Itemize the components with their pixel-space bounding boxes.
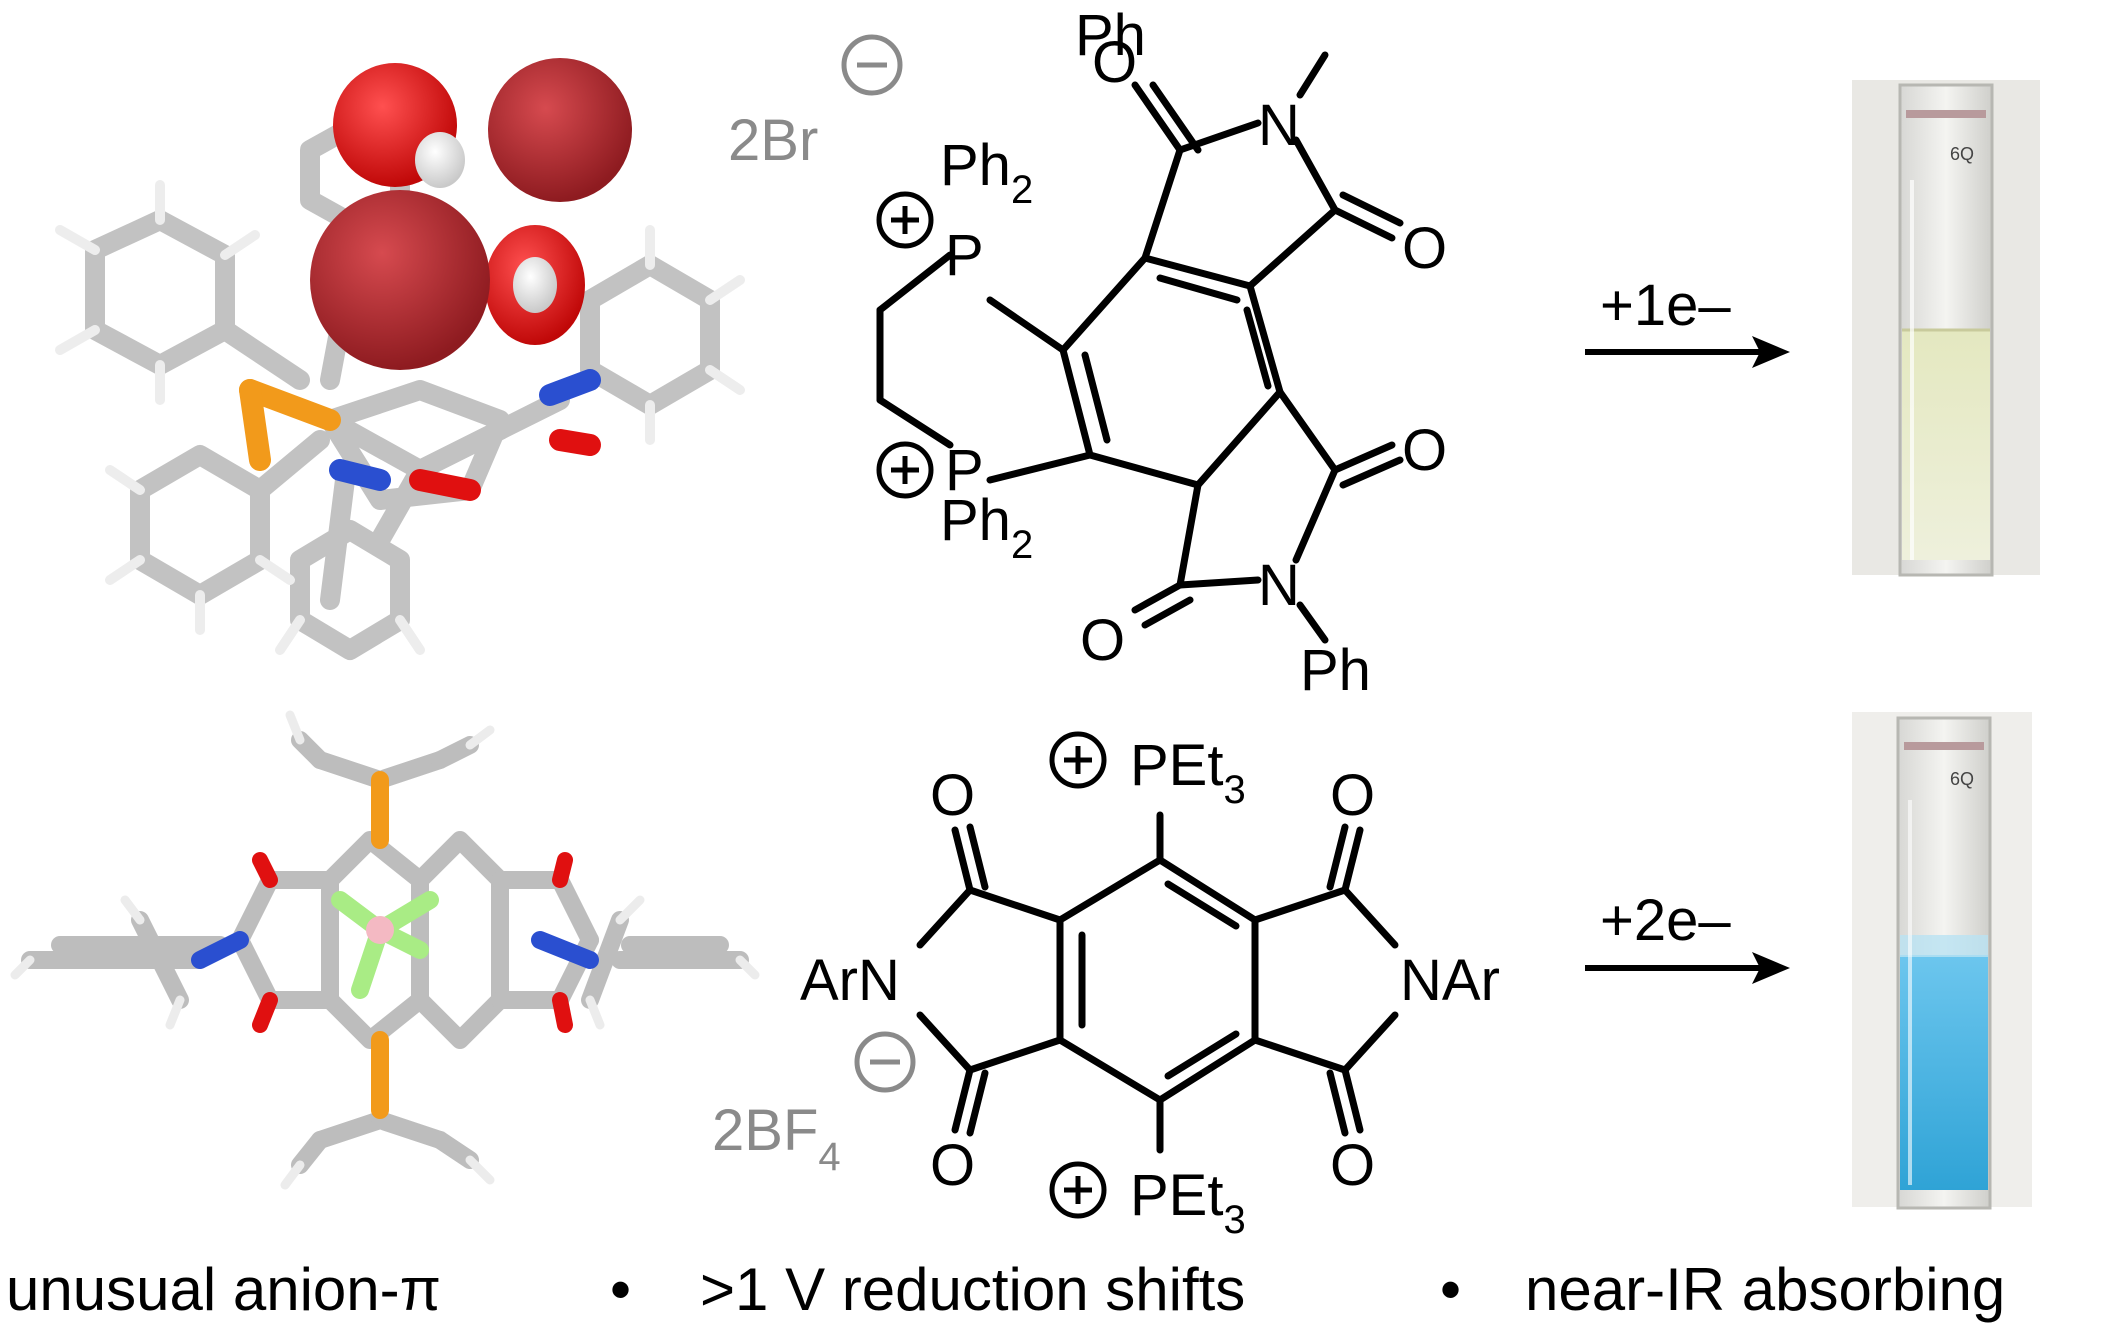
oxygen-top-1: O	[1092, 30, 1137, 95]
phenyl-label-bottom: Ph	[1300, 638, 1371, 703]
anion-charge-bottom	[854, 1031, 916, 1093]
oxygen-bottom-4: O	[1330, 1133, 1375, 1198]
cation-charge-pet3-bottom	[1049, 1161, 1107, 1219]
nitrogen-top-1: N	[1258, 93, 1300, 158]
phosphorus-lower: P	[945, 438, 984, 503]
cuvette-label-bottom: 6Q	[1950, 769, 1974, 789]
arrow-label-bottom: +2e–	[1600, 888, 1731, 953]
arrow-label-top: +1e–	[1600, 273, 1731, 338]
caption-part1: unusual anion-π	[6, 1256, 441, 1323]
caption-row: unusual anion-π • >1 V reduction shifts …	[6, 1256, 2005, 1323]
reduction-arrow-top: +1e–	[1585, 273, 1790, 368]
crystal-model-top	[55, 58, 745, 660]
oxygen-bottom-2: O	[1330, 763, 1375, 828]
caption-bullet-1: •	[610, 1256, 631, 1323]
counterion-top: 2Br	[728, 108, 818, 173]
cuvette-label-top: 6Q	[1950, 144, 1974, 164]
phenyl-label-top: Ph	[1075, 3, 1146, 68]
caption-part2: >1 V reduction shifts	[700, 1256, 1245, 1323]
structure-top: 2Br Ph N O O O N O Ph Ph2 P P Ph2	[728, 3, 1447, 703]
structure-bottom: PEt3 PEt3 O O O O ArN NAr 2BF4	[712, 731, 1500, 1242]
oxygen-top-4: O	[1080, 608, 1125, 673]
nitrogen-top-2: N	[1258, 553, 1300, 618]
oxygen-bottom-1: O	[930, 763, 975, 828]
counterion-bottom: 2BF4	[712, 1098, 841, 1179]
cuvette-photo-bottom: 6Q	[1852, 712, 2032, 1210]
pet3-top: PEt3	[1130, 733, 1246, 812]
oxygen-bottom-3: O	[930, 1133, 975, 1198]
pet3-bottom: PEt3	[1130, 1163, 1246, 1242]
crystal-model-bottom	[10, 710, 760, 1190]
reduction-arrow-bottom: +2e–	[1585, 888, 1790, 984]
cation-charge-pet3-top	[1049, 731, 1107, 789]
caption-part3: near-IR absorbing	[1525, 1256, 2005, 1323]
caption-bullet-2: •	[1440, 1256, 1461, 1323]
phosphorus-upper: P	[945, 223, 984, 288]
oxygen-top-2: O	[1402, 216, 1447, 281]
cation-charge-p2	[876, 441, 934, 499]
imide-n-right: NAr	[1400, 948, 1500, 1013]
cuvette-photo-top: 6Q	[1852, 80, 2040, 577]
ph2-lower: Ph2	[940, 488, 1033, 567]
ph2-upper: Ph2	[940, 133, 1033, 212]
cation-charge-p1	[876, 191, 934, 249]
anion-charge-top	[841, 34, 903, 96]
oxygen-top-3: O	[1402, 418, 1447, 483]
imide-n-left: ArN	[800, 948, 900, 1013]
